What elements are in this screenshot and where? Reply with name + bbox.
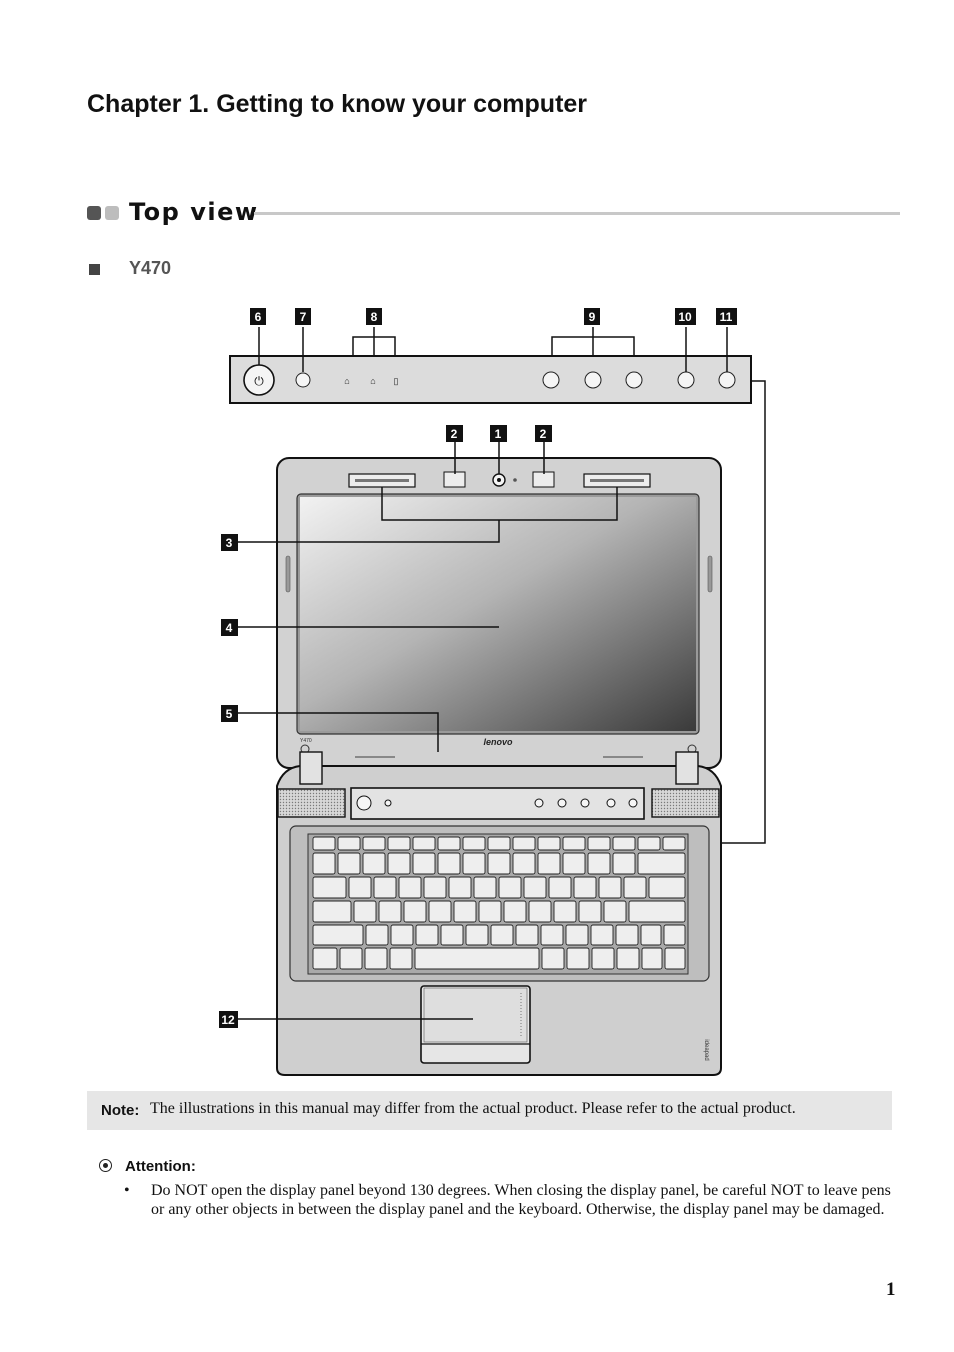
speaker-grill <box>651 788 720 818</box>
model-label: Y470 <box>129 258 172 278</box>
svg-text:2: 2 <box>451 427 458 441</box>
svg-text:1: 1 <box>495 427 502 441</box>
note-box: Note: The illustrations in this manual m… <box>87 1091 892 1130</box>
bezel-model-label: Y470 <box>300 738 312 744</box>
laptop-base: ideapad <box>276 751 722 1076</box>
callout-6: 6 <box>250 308 266 325</box>
volume-up-icon <box>625 371 643 389</box>
laptop-top-view-diagram: ⏻ ⌂ ⌂ ▯ l <box>219 308 766 1076</box>
callout-7: 7 <box>295 308 311 325</box>
svg-text:2: 2 <box>540 427 547 441</box>
svg-text:5: 5 <box>226 707 233 721</box>
note-text: The illustrations in this manual may dif… <box>150 1100 796 1117</box>
svg-text:8: 8 <box>371 310 378 324</box>
svg-text:4: 4 <box>226 621 233 635</box>
callout-12: 12 <box>219 1011 238 1028</box>
svg-text:11: 11 <box>720 310 733 324</box>
palmrest-brand-label: ideapad <box>703 1039 709 1060</box>
section-title: Top view <box>129 198 259 226</box>
control-strip-zoom: ⏻ ⌂ ⌂ ▯ <box>229 355 752 404</box>
svg-text:7: 7 <box>300 310 307 324</box>
section-square-icon <box>87 206 101 220</box>
laptop-lid: lenovo Y470 <box>276 457 722 769</box>
svg-text:12: 12 <box>221 1013 235 1027</box>
section-header: Top view <box>87 198 902 230</box>
callout-9: 9 <box>584 308 600 325</box>
svg-text:9: 9 <box>589 310 596 324</box>
section-square-icon <box>105 206 119 220</box>
callout-4: 4 <box>221 619 238 636</box>
attention-icon <box>99 1159 112 1172</box>
camera-button-icon <box>677 371 695 389</box>
callout-2: 2 <box>535 425 552 442</box>
callout-5: 5 <box>221 705 238 722</box>
note-label: Note: <box>101 1102 140 1119</box>
square-bullet-icon <box>89 264 100 275</box>
status-indicator-icon: ⌂ <box>370 376 375 386</box>
attention-label: Attention: <box>125 1158 196 1175</box>
status-indicator-icon: ▯ <box>394 376 399 386</box>
bullet-icon: • <box>124 1182 130 1199</box>
svg-text:10: 10 <box>678 310 692 324</box>
page-number: 1 <box>886 1279 896 1300</box>
attention-item: Do NOT open the display panel beyond 130… <box>151 1182 891 1218</box>
onekey-rescue-icon <box>295 372 311 388</box>
svg-text:6: 6 <box>255 310 262 324</box>
callout-10: 10 <box>675 308 696 325</box>
lid-brand-logo: lenovo <box>483 737 513 747</box>
callout-1: 1 <box>490 425 507 442</box>
svg-text:⏻: ⏻ <box>254 374 264 388</box>
touchpad-toggle-icon <box>718 371 736 389</box>
speaker-grill <box>277 788 346 818</box>
section-rule <box>254 212 900 215</box>
callout-2: 2 <box>446 425 463 442</box>
status-indicator-icon: ⌂ <box>344 376 349 386</box>
callout-3: 3 <box>221 534 238 551</box>
volume-down-icon <box>584 371 602 389</box>
svg-text:3: 3 <box>226 536 233 550</box>
callout-11: 11 <box>716 308 737 325</box>
chapter-title: Chapter 1. Getting to know your computer <box>87 90 588 118</box>
mute-button-icon <box>542 371 560 389</box>
callout-8: 8 <box>366 308 382 325</box>
